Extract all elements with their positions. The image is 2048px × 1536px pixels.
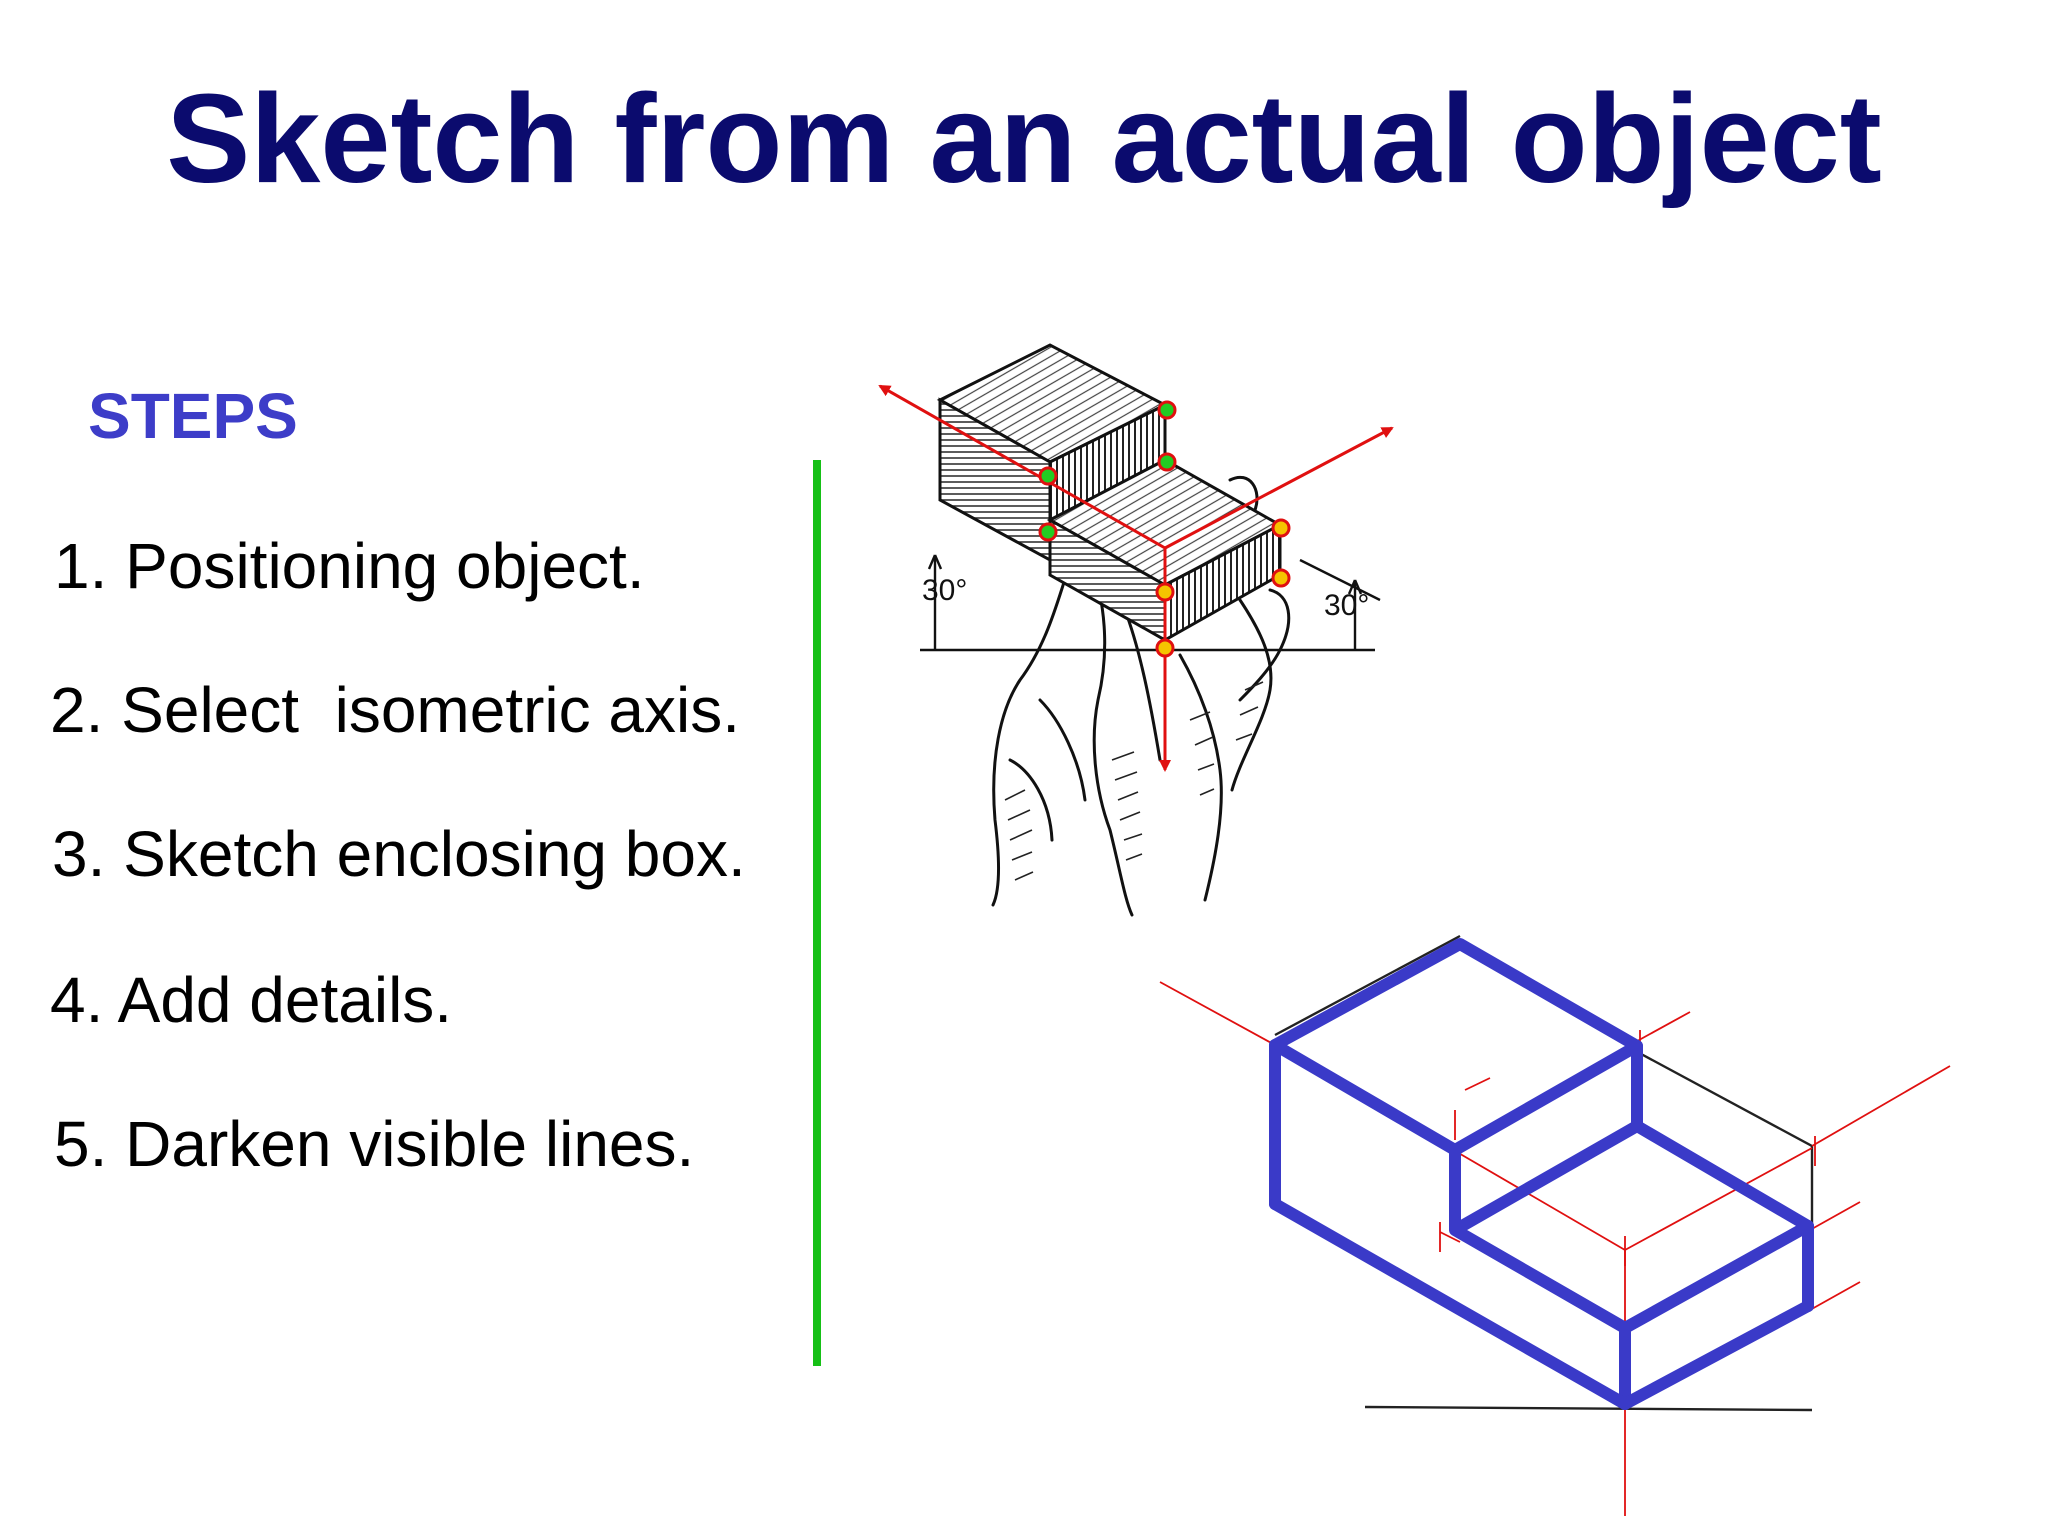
step-4: 4. Add details. — [50, 964, 453, 1036]
angle-label-left: 30° — [922, 574, 967, 607]
step-5: 5. Darken visible lines. — [54, 1108, 695, 1180]
angle-annotations — [920, 554, 1381, 652]
slide-title: Sketch from an actual object — [166, 68, 1882, 209]
isometric-sketch — [1159, 934, 1951, 1516]
visible-lines-blue — [1269, 938, 1814, 1410]
angle-label-right: 30° — [1324, 589, 1369, 622]
corner-markers-green — [1038, 400, 1177, 542]
step-1: 1. Positioning object. — [54, 530, 645, 602]
steps-heading: STEPS — [88, 380, 298, 452]
green-divider-line — [813, 460, 821, 1366]
corner-markers-yellow — [1155, 518, 1291, 658]
step-2: 2. Select isometric axis. — [50, 674, 740, 746]
hand-shading — [1004, 681, 1264, 881]
construction-lines-black — [1274, 934, 1814, 1412]
step-3: 3. Sketch enclosing box. — [52, 818, 746, 890]
block-drawing — [936, 343, 1284, 643]
hand-holding-block-sketch: 30° 30° — [878, 343, 1394, 917]
